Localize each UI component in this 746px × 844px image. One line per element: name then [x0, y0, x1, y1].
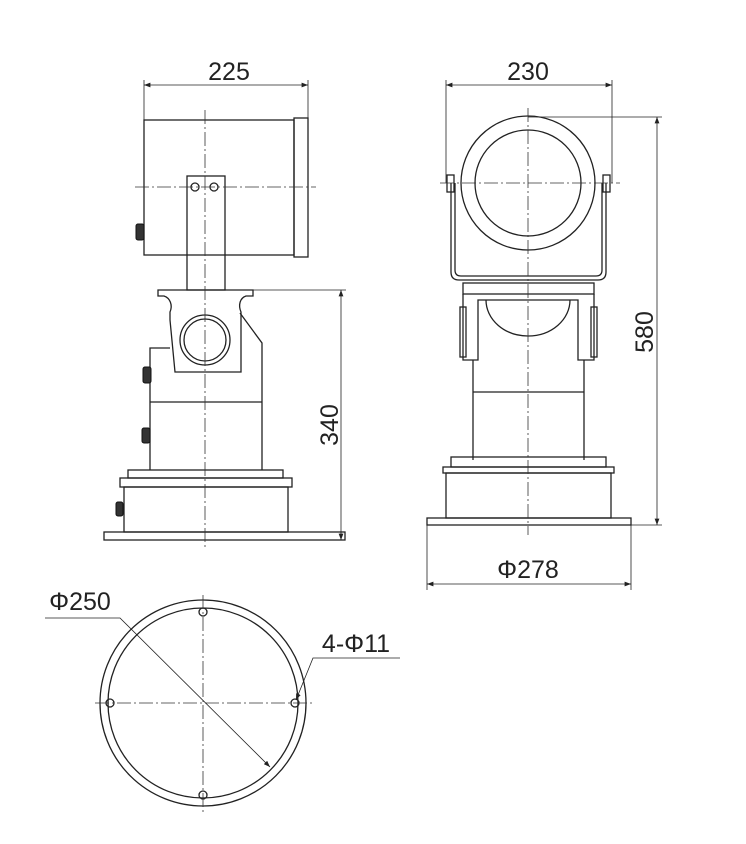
width-dimension-label: 230: [507, 58, 549, 86]
front-view: 230 Φ278 580: [426, 58, 662, 590]
u-bracket: [450, 183, 607, 281]
height-dimension-label: 340: [316, 404, 344, 446]
bolt-circle: [107, 607, 299, 799]
connector-icon: [135, 223, 145, 241]
height-dimension-label: 580: [631, 311, 659, 353]
base-plate: [103, 531, 346, 541]
diameter-leader: [45, 617, 271, 768]
bolt-icon: [602, 174, 611, 193]
connector-icon: [142, 366, 152, 384]
connector-icon: [115, 501, 124, 517]
bolt-icon: [446, 174, 455, 193]
diameter-label: Φ250: [49, 588, 111, 616]
connector-icon: [141, 427, 151, 444]
holes-leader: [295, 657, 400, 701]
support-arm: [186, 175, 226, 291]
base-plan-view: Φ250 4-Φ11: [45, 588, 400, 812]
lamp-head-body: [143, 119, 295, 256]
side-view: 225 340: [95, 58, 346, 550]
width-dimension-label: 225: [208, 58, 250, 86]
holes-label: 4-Φ11: [322, 630, 390, 658]
base-dimension-label: Φ278: [497, 556, 559, 584]
base-ring: [127, 469, 284, 479]
base-plate: [426, 517, 632, 526]
lamp-front-lens: [293, 117, 309, 258]
rotation-yoke: [157, 289, 254, 373]
